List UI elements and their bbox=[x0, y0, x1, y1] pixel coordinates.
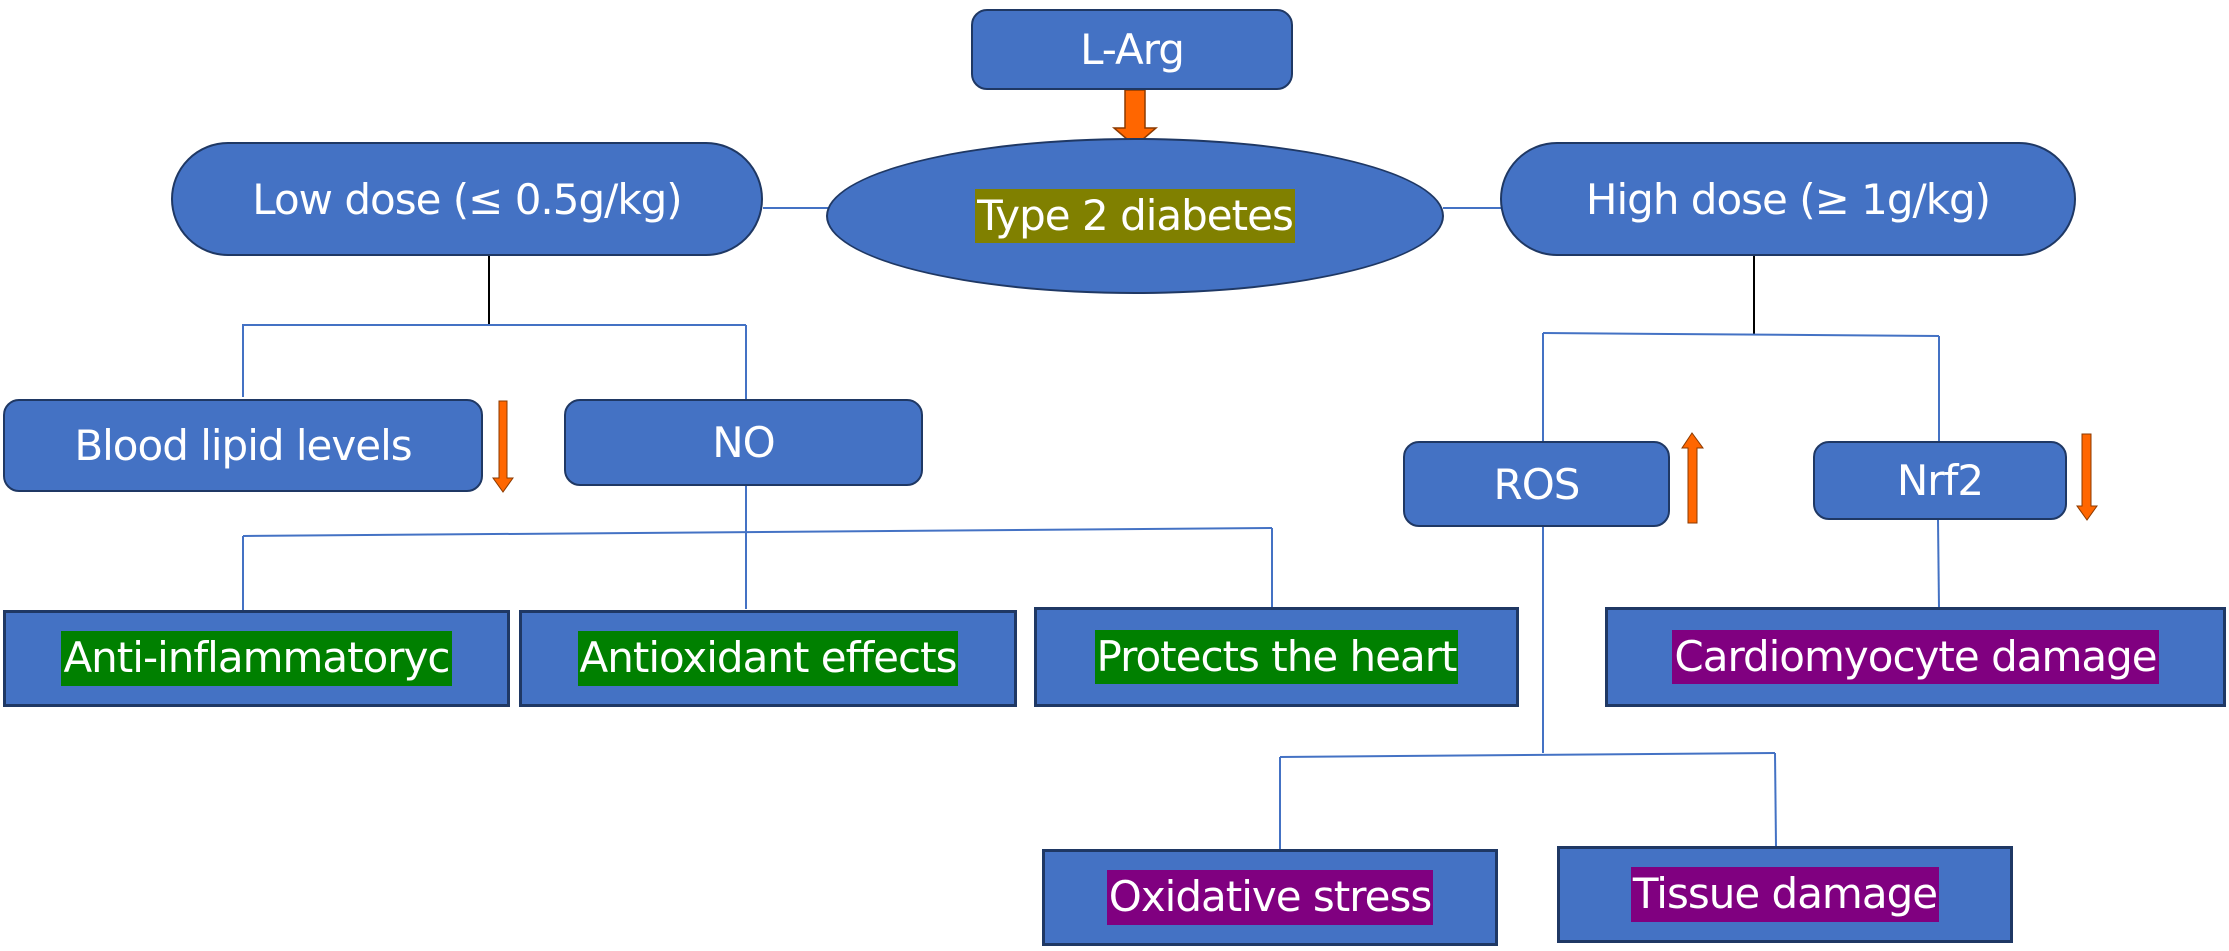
type2-diabetes-label: Type 2 diabetes bbox=[975, 188, 1295, 244]
antioxidant-effects-node: Antioxidant effects bbox=[519, 610, 1017, 707]
arrow-larg-to-diabetes bbox=[1111, 89, 1159, 147]
cardiomyocyte-damage-node: Cardiomyocyte damage bbox=[1605, 607, 2226, 707]
tissue-damage-node: Tissue damage bbox=[1557, 846, 2013, 943]
l-arg-node: L-Arg bbox=[971, 9, 1293, 90]
tissue-damage-label: Tissue damage bbox=[1630, 867, 1940, 922]
connector-ros-bar bbox=[1279, 752, 1776, 758]
nrf2-label: Nrf2 bbox=[1896, 456, 1984, 505]
type2-diabetes-node: Type 2 diabetes bbox=[826, 138, 1444, 294]
anti-inflammatory-node: Anti-inflammatoryc bbox=[3, 610, 510, 707]
up-arrow-icon-ros bbox=[1681, 432, 1704, 524]
protects-heart-node: Protects the heart bbox=[1034, 607, 1519, 707]
high-dose-label: High dose (≥ 1g/kg) bbox=[1585, 174, 1991, 224]
anti-inflammatory-label: Anti-inflammatoryc bbox=[61, 631, 452, 686]
oxidative-stress-label: Oxidative stress bbox=[1106, 870, 1434, 925]
down-arrow-icon-blood-lipid bbox=[492, 400, 514, 493]
l-arg-label: L-Arg bbox=[1080, 25, 1185, 74]
high-dose-node: High dose (≥ 1g/kg) bbox=[1500, 142, 2076, 256]
ros-node: ROS bbox=[1403, 441, 1670, 527]
low-dose-label: Low dose (≤ 0.5g/kg) bbox=[252, 174, 682, 224]
connector-to-tissue-damage bbox=[1774, 752, 1777, 847]
oxidative-stress-node: Oxidative stress bbox=[1042, 849, 1498, 946]
nrf2-node: Nrf2 bbox=[1813, 441, 2067, 520]
ros-label: ROS bbox=[1493, 459, 1581, 509]
blood-lipid-label: Blood lipid levels bbox=[74, 421, 412, 470]
blood-lipid-node: Blood lipid levels bbox=[3, 399, 483, 492]
down-arrow-icon-nrf2 bbox=[2076, 433, 2098, 521]
cardiomyocyte-damage-label: Cardiomyocyte damage bbox=[1672, 629, 2159, 685]
connector-high-bar bbox=[1542, 332, 1940, 337]
low-dose-node: Low dose (≤ 0.5g/kg) bbox=[171, 142, 763, 256]
no-label: NO bbox=[712, 418, 775, 467]
connector-nrf2-to-cardio bbox=[1937, 519, 1940, 609]
no-node: NO bbox=[564, 399, 923, 486]
connector-no-bar bbox=[242, 527, 1273, 537]
antioxidant-effects-label: Antioxidant effects bbox=[577, 631, 959, 686]
protects-heart-label: Protects the heart bbox=[1094, 629, 1459, 685]
